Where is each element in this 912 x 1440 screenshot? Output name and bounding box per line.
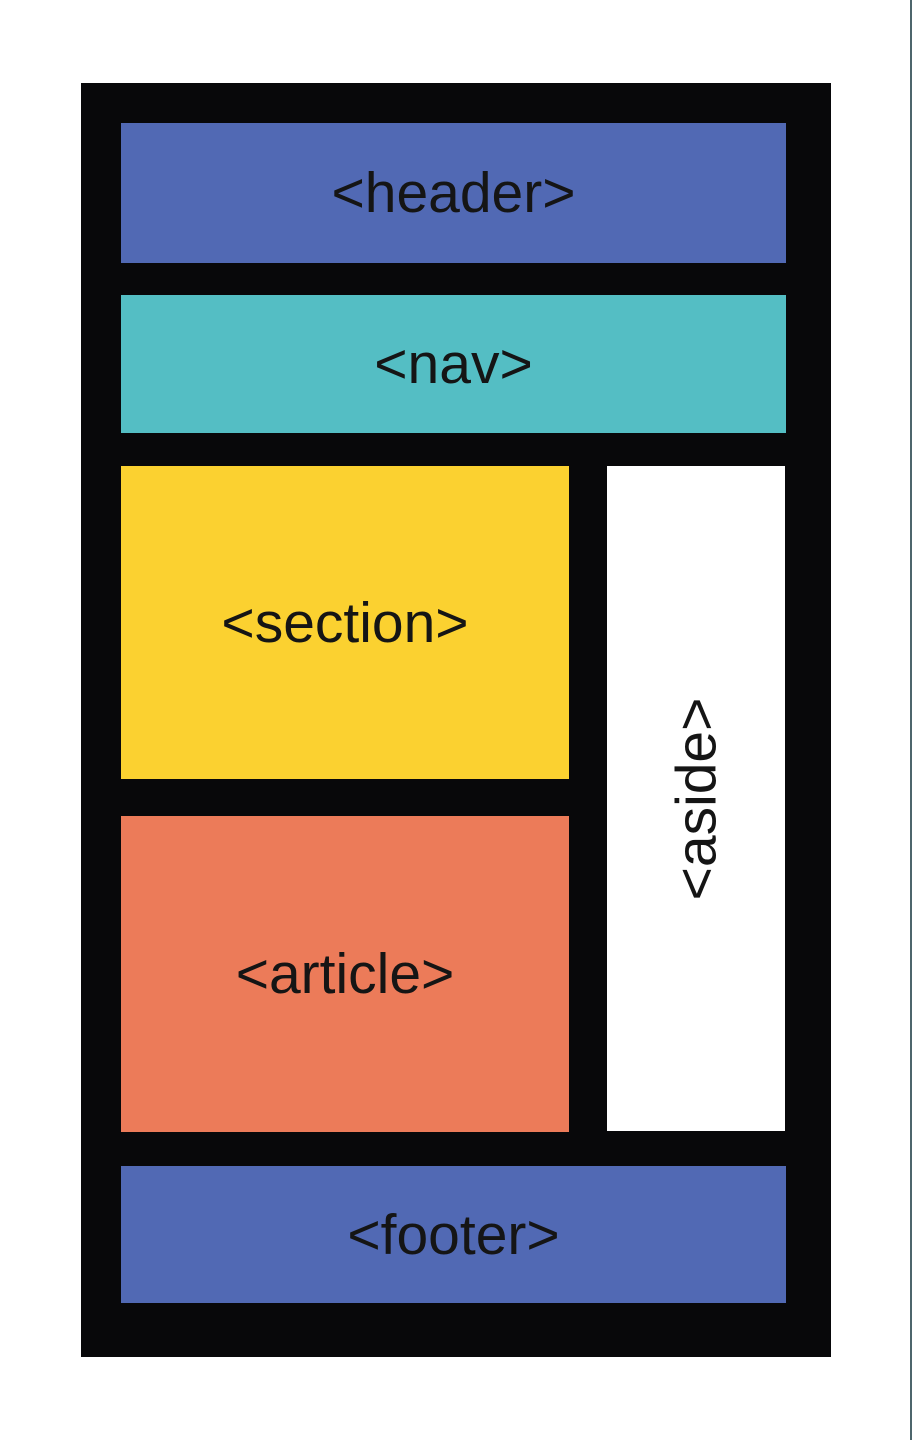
section-label: <section> <box>221 590 469 655</box>
nav-block: <nav> <box>121 295 786 433</box>
section-block: <section> <box>121 466 569 779</box>
body-frame: <header> <nav> <section> <article> <asid… <box>81 83 831 1357</box>
right-edge-line <box>910 0 912 1440</box>
footer-block: <footer> <box>121 1166 786 1303</box>
article-label: <article> <box>235 942 455 1006</box>
header-label: <header> <box>331 161 576 225</box>
aside-block: <aside> <box>607 466 785 1131</box>
nav-label: <nav> <box>374 332 533 396</box>
footer-label: <footer> <box>347 1202 560 1267</box>
header-block: <header> <box>121 123 786 263</box>
article-block: <article> <box>121 816 569 1132</box>
aside-label: <aside> <box>664 697 728 900</box>
